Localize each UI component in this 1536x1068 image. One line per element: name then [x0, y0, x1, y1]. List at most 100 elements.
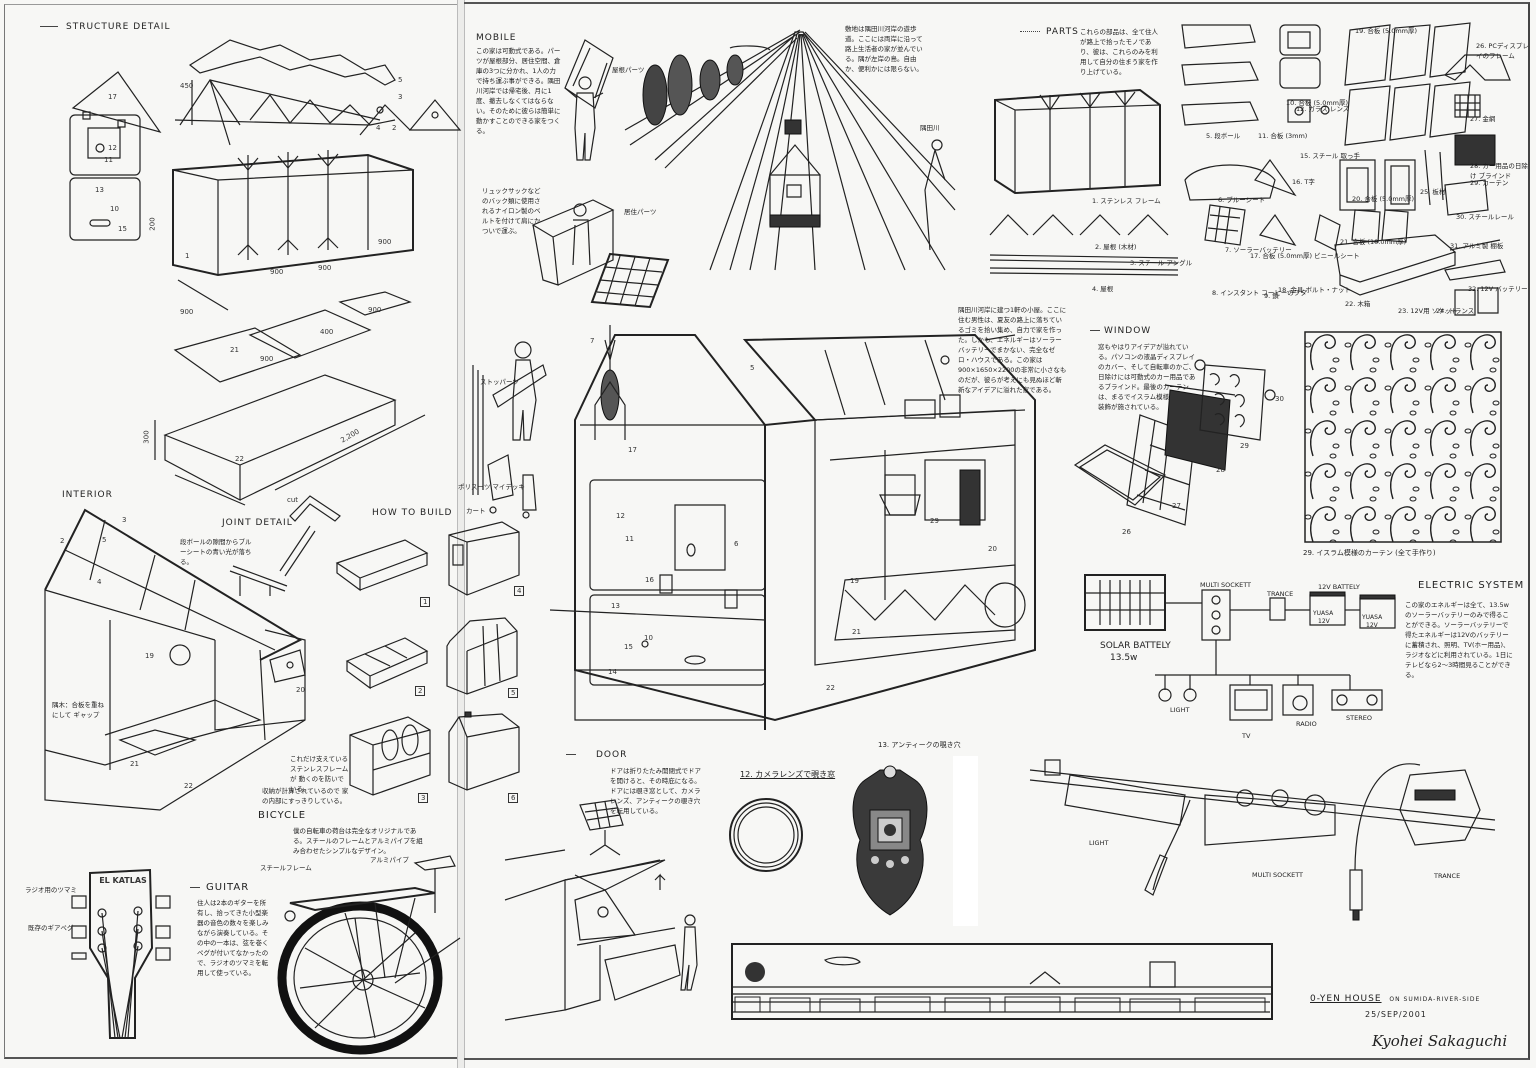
- parts-rafters-drawing: [988, 210, 1178, 290]
- part-num: 19: [850, 577, 859, 585]
- door-drawing: [505, 800, 720, 1020]
- part-item-25: 25. 板材: [1420, 188, 1446, 196]
- part-num: 3: [398, 93, 403, 101]
- part-item-10: 10. 合板 (5.0mm厚): [1286, 99, 1349, 107]
- parts-heading-text: Parts: [1046, 27, 1079, 37]
- part-item-3: 3. スチール アングル: [1130, 259, 1193, 267]
- part-num: 12: [616, 512, 625, 520]
- part-num: 21: [852, 628, 861, 636]
- window-part-26: 26: [1122, 528, 1131, 536]
- accessories-drawing: [1025, 750, 1495, 930]
- interior-note-light: 段ボールの隙間からブルーシートの青い光が落ちる。: [180, 538, 252, 566]
- bicycle-label-pipe: アルミパイプ: [370, 856, 409, 864]
- battery-1-brand: YUASA: [1313, 610, 1334, 617]
- part-item-8: 8. インスタント コーヒーのフタ: [1212, 289, 1307, 297]
- mobile-heading: Mobile: [476, 33, 517, 43]
- part-item-32: 32. 12V バッテリー: [1468, 285, 1528, 293]
- build-step-2-number: 2: [415, 686, 426, 696]
- part-item-9: 9. 鎖: [1264, 292, 1279, 300]
- door-heading-text: Door: [596, 750, 628, 760]
- person-carrying-roof: [555, 38, 615, 163]
- solar-panel-small: [590, 252, 670, 312]
- window-part-30: 30: [1275, 395, 1284, 403]
- mobile-label-cart: カート: [466, 507, 486, 515]
- build-step-4: [447, 520, 522, 595]
- window-part-28: 28: [1216, 466, 1225, 474]
- part-item-24: 24. トランス: [1436, 307, 1475, 315]
- part-item-15: 15. スチール 取っ手: [1300, 152, 1360, 160]
- river-site-note: 敷地は隅田川河岸の遊歩道。ここには両岸に沿って路上生活者の家が並んでいる。隅が左…: [845, 25, 923, 73]
- main-house-drawing: [545, 320, 1055, 730]
- dim-900: 900: [270, 268, 284, 276]
- build-step-6-number: 6: [508, 793, 519, 803]
- part-num: 12: [108, 144, 117, 152]
- part-num: 2: [60, 537, 65, 545]
- riverside-panorama: [730, 942, 1275, 1022]
- bicycle-drawing: [275, 838, 460, 1058]
- build-step-6: [447, 712, 522, 792]
- parts-pieces-drawing: [1180, 20, 1480, 320]
- accessory-multi-sockett-label: Multi Sockett: [1252, 871, 1304, 879]
- part-num: 5: [750, 364, 755, 372]
- camera-lens-drawing: [726, 795, 806, 875]
- device-stereo: Stereo: [1346, 714, 1372, 722]
- electric-diagram: [1080, 570, 1380, 740]
- curtain-caption: 29. イスラム模様のカーテン (全て手作り): [1303, 549, 1436, 557]
- part-item-29: 29. カーテン: [1470, 179, 1509, 187]
- part-num: 11: [625, 535, 634, 543]
- part-num: 17: [628, 446, 637, 454]
- part-num: 13: [95, 186, 104, 194]
- sheet-date: 25/SEP/2001: [1365, 1010, 1427, 1019]
- part-item-18: 18. 金具 ボルト・ナット: [1278, 286, 1351, 294]
- structure-detail-heading: Structure Detail: [40, 22, 170, 32]
- dim-900: 900: [368, 306, 382, 314]
- river-walkway-drawing: [625, 20, 955, 270]
- part-num: 22: [235, 455, 244, 463]
- dim-900: 900: [318, 264, 332, 272]
- structure-detail-heading-text: Structure Detail: [66, 22, 171, 32]
- bicycle-heading: Bicycle: [258, 810, 307, 821]
- bicycle-note: 僕の自転車の荷台は完全なオリジナルである。スチールのフレームとアルミパイプを組み…: [293, 827, 423, 855]
- build-step-4-number: 4: [514, 586, 525, 596]
- window-exploded-drawing: [1065, 355, 1285, 535]
- window-part-27: 27: [1172, 502, 1181, 510]
- right-page-frame: [464, 2, 1530, 1060]
- part-num: 20: [988, 545, 997, 553]
- dim-300: 300: [142, 430, 151, 444]
- guitar-label-peg: 既存のギアペグ: [28, 924, 74, 932]
- stainless-frame-drawing: [168, 150, 418, 320]
- roof-truss-drawing: [170, 35, 460, 145]
- interior-note-frame: これだけ支えている ステンレスフレームが 動くのを防いでいる。: [290, 755, 349, 793]
- gable-panel-drawing: [68, 70, 163, 245]
- part-num: 11: [104, 156, 113, 164]
- part-num: 10: [110, 205, 119, 213]
- house-overview-note: 隅田川河岸に建つ1軒の小屋。ここに住む男性は、夏友の路上に落ちているゴミを拾い集…: [958, 306, 1067, 394]
- device-tv: TV: [1242, 732, 1251, 740]
- parts-right-column-drawing: [1440, 40, 1525, 280]
- person-carrying-storage: [468, 325, 548, 525]
- guitar-note: 住人は2本のギターを所有し、拾ってきた小型楽器の音色の数々を楽しみながら演奏して…: [197, 899, 269, 977]
- part-num: 14: [608, 668, 617, 676]
- part-item-5: 5. 段ボール: [1206, 132, 1241, 140]
- part-num: 15: [118, 225, 127, 233]
- part-num: 3: [122, 516, 127, 524]
- dim-900: 900: [378, 238, 392, 246]
- interior-note-gap: 隅木：合板を重ねにして ギャップ: [52, 701, 104, 719]
- part-num: 4: [97, 578, 102, 586]
- guitar-heading: Guitar: [190, 882, 249, 893]
- part-num: 13: [611, 602, 620, 610]
- left-page-frame: [4, 4, 457, 1059]
- how-to-build-heading: How to Build: [372, 508, 453, 518]
- trance-label: Trance: [1267, 590, 1294, 598]
- device-light: Light: [1170, 706, 1190, 714]
- mobile-backpack-note: リュックサックなどのバック類に使用されるナイロン製のベルトを付けて肩にかついで運…: [482, 187, 541, 235]
- mobile-label-roof: 屋根パーツ: [612, 66, 645, 74]
- multi-sockett-label: Multi Sockett: [1200, 581, 1252, 589]
- title-block: 0-YEN HOUSE on Sumida-river-side: [1310, 994, 1480, 1004]
- part-num: 6: [734, 540, 739, 548]
- part-num: 2: [392, 124, 397, 132]
- part-item-1: 1. ステンレス フレーム: [1092, 197, 1161, 205]
- build-step-1-number: 1: [420, 597, 431, 607]
- window-heading: Window: [1090, 326, 1151, 336]
